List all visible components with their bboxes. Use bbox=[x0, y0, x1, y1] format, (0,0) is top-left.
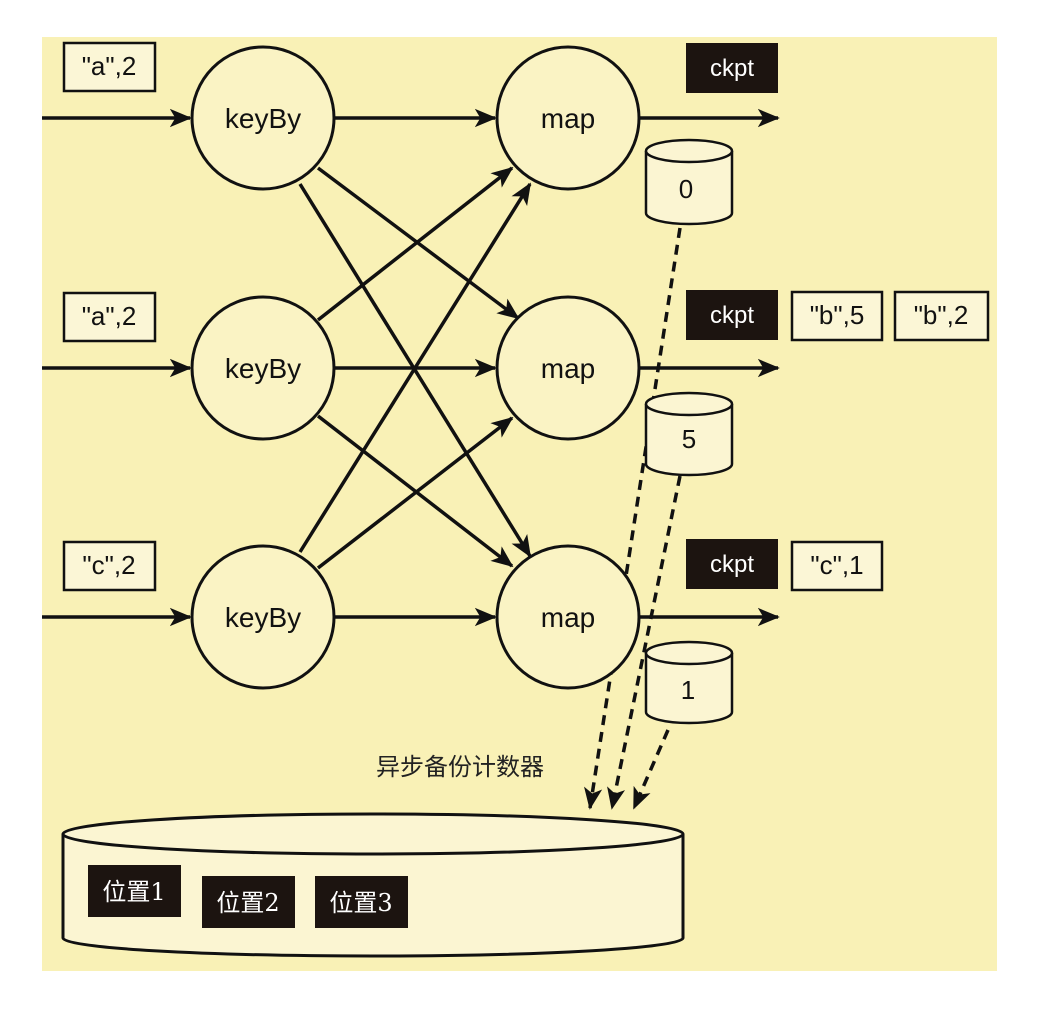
input-text-3: "c",2 bbox=[82, 550, 135, 580]
map-label-1: map bbox=[541, 103, 595, 134]
map-label-3: map bbox=[541, 602, 595, 633]
state-value-2: 5 bbox=[682, 424, 696, 454]
keyby-node-1: keyBy bbox=[190, 45, 336, 191]
map-node-3: map bbox=[495, 544, 641, 690]
ckpt-label-2: ckpt bbox=[710, 302, 754, 329]
position-box-2: 位置2 bbox=[202, 876, 295, 928]
input-arrows bbox=[42, 108, 192, 627]
keyby-label-1: keyBy bbox=[225, 103, 301, 134]
input-text-1: "a",2 bbox=[82, 51, 137, 81]
position-box-3: 位置3 bbox=[315, 876, 408, 928]
backup-arrow-3 bbox=[632, 729, 670, 810]
input-label-1: "a",2 bbox=[62, 41, 157, 93]
map-label-2: map bbox=[541, 353, 595, 384]
position-label-3: 位置3 bbox=[329, 889, 392, 917]
backup-arrows bbox=[584, 227, 682, 810]
ckpt-barrier-2: ckpt bbox=[686, 290, 778, 340]
keyby-label-2: keyBy bbox=[225, 353, 301, 384]
output-text-1: "b",5 bbox=[810, 300, 865, 330]
edge-k3-m1 bbox=[298, 182, 532, 553]
output-text-3: "c",1 bbox=[810, 550, 863, 580]
keyby-node-3: keyBy bbox=[190, 544, 336, 690]
output-record-2: "b",2 bbox=[893, 290, 990, 342]
state-value-1: 0 bbox=[679, 174, 693, 204]
position-label-1: 位置1 bbox=[102, 878, 165, 906]
checkpoint-barriers: ckpt ckpt ckpt bbox=[686, 43, 778, 589]
input-labels: "a",2 "a",2 "c",2 bbox=[62, 41, 157, 592]
backup-storage: 位置1 位置2 位置3 bbox=[61, 812, 685, 958]
backup-arrow-1 bbox=[584, 227, 682, 810]
edge-k3-m2 bbox=[316, 416, 514, 570]
edge-k2-m1 bbox=[316, 166, 514, 322]
output-record-1: "b",5 bbox=[790, 290, 884, 342]
output-arrows bbox=[640, 108, 780, 627]
shuffle-edges bbox=[298, 108, 532, 627]
map-nodes: map map map bbox=[495, 45, 641, 690]
map-node-1: map bbox=[495, 45, 641, 191]
keyby-nodes: keyBy keyBy keyBy bbox=[190, 45, 336, 690]
map-node-2: map bbox=[495, 295, 641, 441]
output-record-3: "c",1 bbox=[790, 540, 884, 592]
ckpt-barrier-1: ckpt bbox=[686, 43, 778, 93]
position-label-2: 位置2 bbox=[216, 889, 279, 917]
output-records: "b",5 "b",2 "c",1 bbox=[790, 290, 990, 592]
input-label-3: "c",2 bbox=[62, 540, 157, 592]
ckpt-barrier-3: ckpt bbox=[686, 539, 778, 589]
backup-caption: 异步备份计数器 bbox=[376, 753, 544, 781]
keyby-label-3: keyBy bbox=[225, 602, 301, 633]
state-cylinders: 0 5 1 bbox=[644, 138, 734, 725]
output-text-2: "b",2 bbox=[914, 300, 969, 330]
backup-arrow-2 bbox=[607, 475, 682, 810]
state-value-3: 1 bbox=[681, 675, 695, 705]
state-cylinder-2: 5 bbox=[644, 391, 734, 477]
ckpt-label-1: ckpt bbox=[710, 55, 754, 82]
state-cylinder-3: 1 bbox=[644, 640, 734, 725]
input-text-2: "a",2 bbox=[82, 301, 137, 331]
position-box-1: 位置1 bbox=[88, 865, 181, 917]
keyby-node-2: keyBy bbox=[190, 295, 336, 441]
state-cylinder-1: 0 bbox=[644, 138, 734, 226]
ckpt-label-3: ckpt bbox=[710, 551, 754, 578]
input-label-2: "a",2 bbox=[62, 291, 157, 343]
